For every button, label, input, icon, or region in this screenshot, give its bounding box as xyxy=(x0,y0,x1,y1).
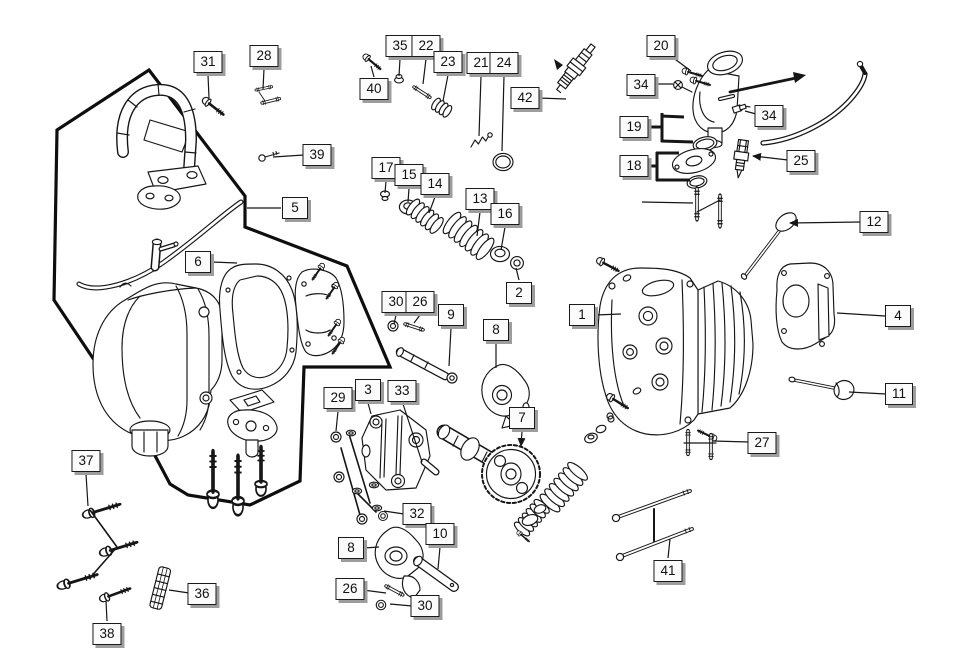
cover-bolts-drawing xyxy=(207,447,267,515)
leader-line xyxy=(407,187,410,203)
leader-lines xyxy=(85,56,887,622)
stud-pair-27-drawing xyxy=(683,431,717,458)
valve-12-drawing xyxy=(740,212,797,280)
cable-clamp-34 xyxy=(731,103,751,114)
tappet-hardware-drawing xyxy=(387,320,458,384)
sensor-drawing xyxy=(733,138,750,179)
bottom-left-fasteners-drawing xyxy=(56,497,172,610)
holder-nuts-drawing xyxy=(330,429,389,525)
rocker-lower-drawing xyxy=(374,526,459,611)
leader-line xyxy=(89,509,118,548)
small-coil-23 xyxy=(431,97,453,118)
leader-line xyxy=(383,510,405,515)
leader-line xyxy=(422,58,427,85)
camshaft-drawing xyxy=(436,424,541,504)
intake-manifold-drawing xyxy=(673,50,751,148)
small-fasteners-top-drawing xyxy=(199,51,514,172)
leader-line xyxy=(848,391,887,395)
valve-springs-right-drawing xyxy=(513,393,636,545)
leader-line xyxy=(437,546,441,570)
inner-plate-drawing xyxy=(294,260,348,357)
direction-arrow xyxy=(728,72,806,94)
leader-line xyxy=(384,180,387,194)
long-studs-drawing xyxy=(611,489,694,562)
leader-line xyxy=(428,196,436,214)
leader-line xyxy=(660,139,694,144)
leader-line xyxy=(752,152,789,161)
leader-line xyxy=(442,74,449,102)
head-gasket-drawing xyxy=(775,262,836,350)
leader-line xyxy=(398,58,401,77)
leader-line xyxy=(367,402,372,415)
leader-line xyxy=(105,600,108,622)
leader-line xyxy=(789,218,862,227)
leader-line xyxy=(85,473,89,507)
hose-drawing xyxy=(760,60,868,146)
leader-line xyxy=(515,267,520,281)
breather-tube-drawing xyxy=(76,199,244,291)
rocker-arm-upper-drawing xyxy=(481,363,530,429)
leader-line xyxy=(389,603,413,607)
leader-line xyxy=(836,312,886,317)
leader-line xyxy=(476,211,481,237)
leader-line xyxy=(88,546,118,580)
leader-line xyxy=(744,110,757,115)
rocker-holder-drawing xyxy=(361,409,440,491)
leader-line xyxy=(413,314,421,324)
leader-line xyxy=(335,410,339,432)
leader-line xyxy=(448,327,452,367)
leader-line xyxy=(207,74,210,99)
leader-line xyxy=(500,226,506,251)
leader-line xyxy=(478,75,482,137)
valve-cover-drawing xyxy=(92,282,223,457)
leader-line xyxy=(370,65,375,78)
leader-line xyxy=(660,114,685,119)
leader-line xyxy=(363,546,380,549)
leader-line xyxy=(517,430,526,447)
leader-line xyxy=(362,589,387,594)
leader-line xyxy=(262,68,265,90)
leader-line xyxy=(402,403,423,463)
leader-line xyxy=(211,261,238,264)
leader-line xyxy=(641,201,694,204)
valve-11-drawing xyxy=(788,376,855,401)
leader-line xyxy=(667,538,671,559)
insulator-orings-drawing xyxy=(671,136,718,189)
leader-line xyxy=(537,97,567,100)
cover-gasket-drawing xyxy=(218,263,298,390)
breather-plates-drawing xyxy=(227,389,278,458)
cylinder-head-drawing xyxy=(593,254,754,444)
spark-plug-drawing xyxy=(554,43,596,94)
valve-train-drawing xyxy=(379,190,524,270)
leader-line xyxy=(712,440,750,443)
leader-line xyxy=(272,154,305,158)
leader-line xyxy=(671,56,692,72)
leader-line xyxy=(393,314,397,325)
stud-pair-upper-drawing xyxy=(695,189,723,226)
leader-line xyxy=(501,75,505,152)
panel-outline xyxy=(52,67,393,507)
leader-line xyxy=(594,313,622,316)
leader-line xyxy=(168,589,190,594)
pipe-holder-drawing xyxy=(116,83,207,210)
